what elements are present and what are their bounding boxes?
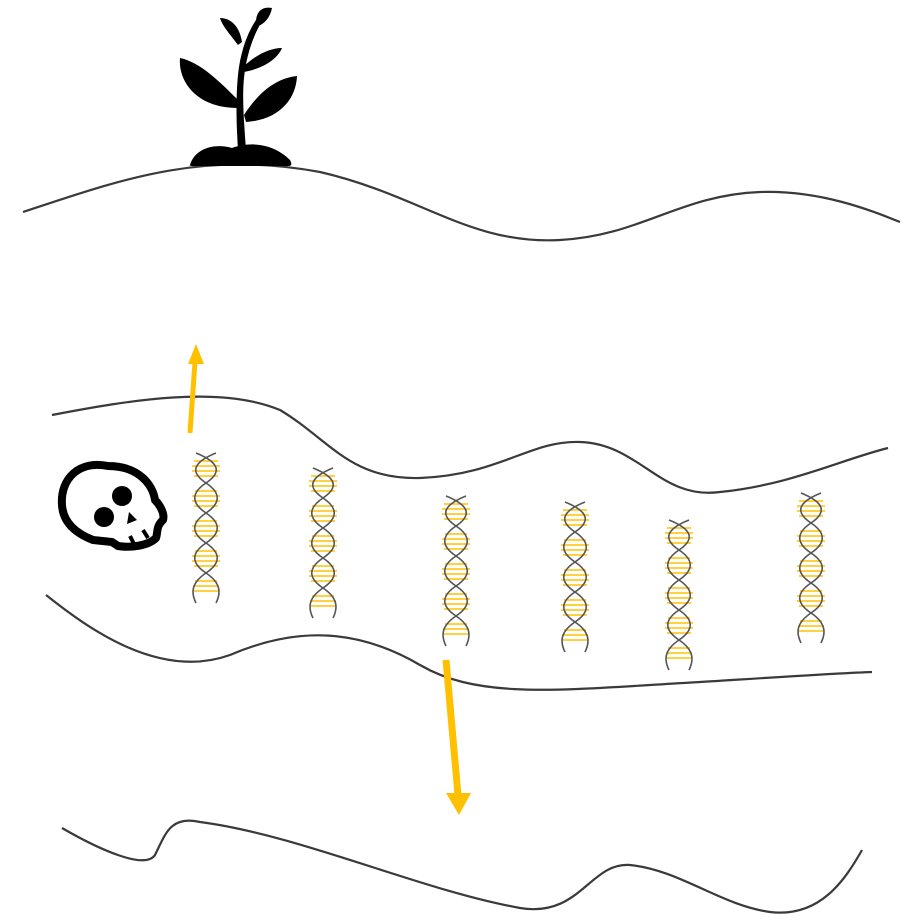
- plant-icon: [180, 8, 297, 166]
- upper-layer-boundary: [52, 397, 888, 493]
- dna-icon: [561, 502, 589, 652]
- surface-line: [23, 164, 900, 240]
- dna-icon: [797, 493, 825, 643]
- dna-icon: [192, 453, 220, 603]
- bottom-line: [62, 821, 862, 913]
- dna-icon: [309, 468, 337, 618]
- skull-icon: [62, 465, 164, 547]
- dna-icon: [442, 496, 470, 646]
- dna-icon: [665, 520, 693, 670]
- arrow-up-icon: [188, 344, 204, 433]
